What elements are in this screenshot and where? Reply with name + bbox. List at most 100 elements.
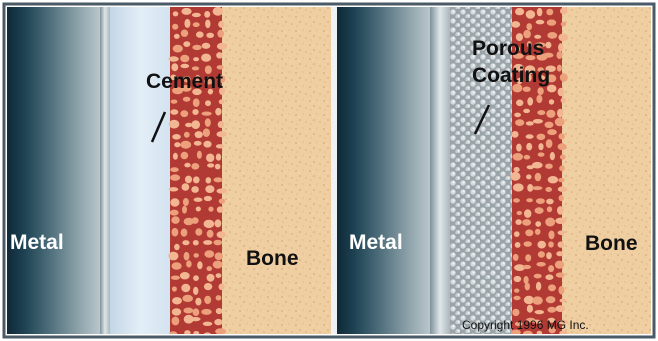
marrow-space (558, 241, 565, 247)
marrow-space (546, 252, 552, 259)
marrow-space (184, 252, 190, 261)
marrow-space (169, 187, 179, 191)
marrow-space (215, 108, 221, 116)
marrow-space (511, 21, 520, 28)
marrow-space (514, 289, 519, 293)
marrow-space (532, 162, 543, 169)
marrow-space (170, 109, 178, 115)
marrow-space (204, 196, 212, 201)
marrow-space (545, 218, 555, 227)
marrow-space (193, 275, 199, 281)
marrow-space (174, 142, 180, 147)
marrow-space (196, 207, 201, 212)
marrow-space (216, 52, 223, 58)
marrow-space (514, 231, 520, 237)
marrow-space (214, 319, 222, 325)
marrow-space (215, 219, 222, 227)
left-metal-edge (100, 7, 110, 334)
marrow-space (172, 286, 177, 291)
marrow-space (556, 251, 563, 256)
marrow-space (201, 309, 212, 315)
marrow-space (218, 121, 225, 128)
marrow-space (217, 43, 227, 50)
marrow-space (194, 198, 203, 202)
marrow-space (512, 153, 523, 161)
marrow-space (191, 317, 201, 321)
marrow-space (525, 283, 530, 291)
marrow-space (526, 134, 534, 139)
marrow-space (535, 310, 545, 314)
marrow-space (183, 198, 189, 206)
marrow-space (517, 211, 523, 215)
marrow-space (204, 11, 210, 18)
marrow-space (193, 308, 200, 316)
marrow-space (207, 266, 213, 271)
marrow-space (206, 177, 212, 183)
marrow-space (537, 87, 543, 95)
marrow-space (182, 240, 189, 245)
marrow-space (196, 31, 204, 37)
marrow-space (182, 206, 187, 214)
marrow-space (170, 167, 179, 172)
marrow-space (195, 298, 201, 306)
marrow-space (535, 173, 542, 182)
marrow-space (545, 164, 553, 169)
left-metal-region (7, 7, 103, 334)
marrow-space (193, 287, 198, 295)
marrow-space (536, 282, 541, 291)
marrow-space (547, 19, 556, 25)
marrow-space (556, 272, 565, 277)
marrow-space (533, 119, 543, 124)
marrow-space (550, 152, 555, 160)
marrow-space (217, 206, 224, 212)
marrow-space (180, 110, 188, 117)
marrow-space (197, 151, 202, 159)
marrow-space (537, 241, 546, 249)
marrow-space (537, 8, 543, 16)
marrow-space (545, 122, 554, 128)
marrow-space (557, 109, 563, 118)
porous-label-line-2: Coating (472, 64, 550, 87)
marrow-space (548, 176, 558, 183)
marrow-space (555, 118, 565, 127)
marrow-space (561, 98, 566, 104)
marrow-space (169, 120, 179, 129)
marrow-space (181, 284, 190, 292)
marrow-space (514, 167, 520, 172)
marrow-space (171, 100, 178, 104)
marrow-space (194, 253, 199, 258)
marrow-space (173, 153, 178, 160)
marrow-space (523, 109, 530, 113)
marrow-space (215, 164, 221, 170)
marrow-space (180, 141, 191, 149)
marrow-space (201, 54, 211, 62)
marrow-space (523, 87, 531, 92)
marrow-space (513, 296, 520, 300)
marrow-space (206, 154, 214, 163)
marrow-space (527, 305, 533, 313)
marrow-space (213, 7, 224, 16)
marrow-space (182, 295, 193, 302)
marrow-space (561, 22, 566, 27)
marrow-space (558, 43, 563, 51)
marrow-space (193, 57, 199, 61)
marrow-space (547, 206, 552, 212)
marrow-space (192, 13, 201, 17)
marrow-space (546, 199, 554, 205)
marrow-space (207, 274, 215, 282)
right-metal-edge (430, 7, 450, 334)
marrow-space (538, 143, 543, 150)
marrow-space (532, 296, 542, 304)
marrow-space (536, 20, 545, 25)
marrow-space (192, 217, 199, 224)
marrow-space (194, 141, 202, 146)
marrow-space (206, 33, 214, 38)
marrow-space (184, 19, 190, 28)
marrow-space (216, 295, 222, 300)
marrow-space (195, 228, 202, 236)
marrow-space (181, 229, 188, 237)
marrow-space (560, 299, 567, 303)
marrow-space (558, 186, 567, 192)
marrow-space (548, 231, 554, 240)
marrow-space (555, 261, 564, 269)
